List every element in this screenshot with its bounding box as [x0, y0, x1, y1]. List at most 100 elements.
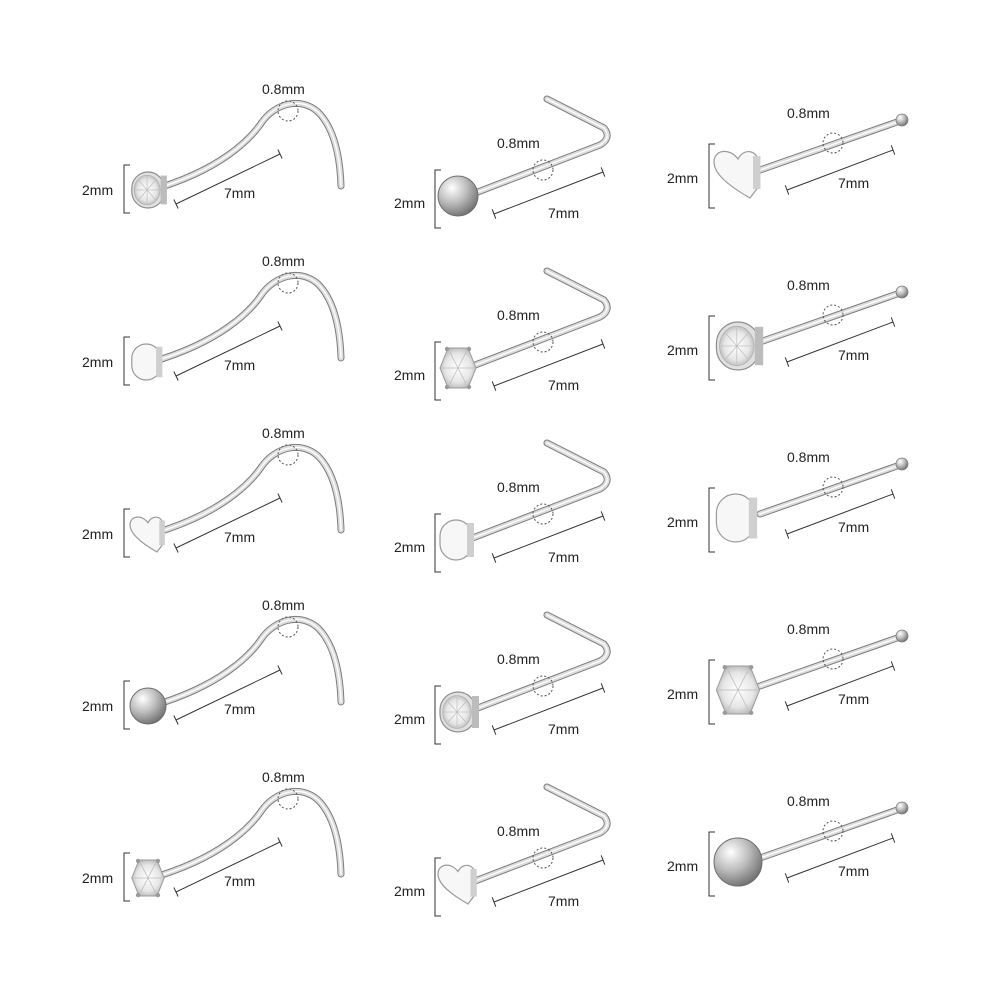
straight-nose-bone: 2mm 7mm 0.8mm	[667, 277, 909, 381]
gauge-label: 0.8mm	[497, 135, 540, 151]
screw-nose-stud: 2mm 7mm 0.8mm	[82, 425, 345, 558]
gauge-marker: 0.8mm	[262, 597, 305, 638]
head-size-bracket: 2mm	[82, 508, 130, 558]
l-bend-nose-stud: 2mm 7mm 0.8mm	[394, 439, 611, 573]
gauge-marker: 0.8mm	[497, 479, 554, 525]
head-size-label: 2mm	[667, 514, 698, 530]
screw-nose-stud: 2mm 7mm 0.8mm	[82, 253, 345, 386]
gem-prong-head	[131, 858, 165, 898]
head-size-bracket: 2mm	[667, 143, 715, 209]
head-size-label: 2mm	[82, 182, 113, 198]
gem-prong-head	[439, 346, 477, 390]
gauge-label: 0.8mm	[787, 277, 830, 293]
head-size-label: 2mm	[394, 367, 425, 383]
gauge-marker: 0.8mm	[262, 253, 305, 294]
flat-disc-head	[715, 493, 758, 543]
gauge-marker: 0.8mm	[787, 277, 844, 326]
gauge-label: 0.8mm	[787, 621, 830, 637]
head-size-label: 2mm	[667, 170, 698, 186]
length-dimension: 7mm	[491, 683, 606, 737]
heart-head	[437, 864, 477, 905]
gauge-label: 0.8mm	[787, 105, 830, 121]
screw-nose-stud: 2mm 7mm 0.8mm	[82, 597, 345, 730]
flat-disc-head	[439, 519, 474, 561]
head-size-bracket: 2mm	[82, 680, 130, 730]
head-size-label: 2mm	[394, 883, 425, 899]
head-size-label: 2mm	[82, 354, 113, 370]
length-dimension: 7mm	[491, 855, 606, 909]
head-size-label: 2mm	[394, 539, 425, 555]
gauge-label: 0.8mm	[262, 597, 305, 613]
gauge-label: 0.8mm	[497, 651, 540, 667]
gauge-label: 0.8mm	[787, 793, 830, 809]
straight-nose-bone: 2mm 7mm 0.8mm	[667, 105, 909, 209]
l-bend-nose-stud: 2mm 7mm 0.8mm	[394, 267, 611, 401]
ball-head	[713, 837, 763, 887]
l-bend-nose-stud: 2mm 7mm 0.8mm	[394, 783, 611, 917]
gem-bezel-pave-head	[439, 691, 479, 733]
length-label: 7mm	[224, 873, 255, 889]
length-dimension: 7mm	[491, 339, 606, 393]
gauge-marker: 0.8mm	[497, 307, 554, 353]
head-size-bracket: 2mm	[394, 513, 441, 573]
length-label: 7mm	[224, 701, 255, 717]
length-label: 7mm	[548, 377, 579, 393]
heart-head	[129, 516, 165, 553]
gauge-label: 0.8mm	[262, 81, 305, 97]
head-size-label: 2mm	[82, 698, 113, 714]
head-size-bracket: 2mm	[82, 164, 130, 214]
length-dimension: 7mm	[784, 145, 896, 195]
head-size-bracket: 2mm	[667, 659, 715, 725]
length-dimension: 7mm	[173, 149, 283, 209]
gauge-marker: 0.8mm	[497, 135, 554, 181]
length-dimension: 7mm	[784, 489, 896, 539]
gauge-label: 0.8mm	[497, 307, 540, 323]
length-dimension: 7mm	[173, 321, 283, 381]
gauge-marker: 0.8mm	[787, 105, 844, 154]
gauge-label: 0.8mm	[262, 769, 305, 785]
head-size-label: 2mm	[82, 526, 113, 542]
length-dimension: 7mm	[784, 833, 896, 883]
gauge-label: 0.8mm	[497, 479, 540, 495]
head-size-bracket: 2mm	[394, 685, 441, 745]
length-label: 7mm	[838, 347, 869, 363]
head-size-label: 2mm	[667, 686, 698, 702]
gauge-label: 0.8mm	[497, 823, 540, 839]
gauge-marker: 0.8mm	[262, 425, 305, 466]
length-label: 7mm	[548, 549, 579, 565]
gauge-marker: 0.8mm	[787, 621, 844, 670]
length-label: 7mm	[224, 357, 255, 373]
gauge-marker: 0.8mm	[787, 793, 844, 842]
head-size-label: 2mm	[667, 342, 698, 358]
head-size-bracket: 2mm	[667, 831, 715, 897]
length-dimension: 7mm	[491, 511, 606, 565]
gem-bezel-pave-head	[715, 321, 764, 371]
length-dimension: 7mm	[491, 167, 606, 221]
straight-nose-bone: 2mm 7mm 0.8mm	[667, 793, 909, 897]
head-size-bracket: 2mm	[394, 169, 441, 229]
gauge-marker: 0.8mm	[262, 81, 305, 122]
length-label: 7mm	[224, 185, 255, 201]
l-bend-nose-stud: 2mm 7mm 0.8mm	[394, 95, 611, 229]
length-dimension: 7mm	[173, 493, 283, 553]
head-size-label: 2mm	[394, 711, 425, 727]
head-size-bracket: 2mm	[394, 857, 441, 917]
length-label: 7mm	[838, 175, 869, 191]
gem-bezel-head	[131, 171, 167, 209]
length-dimension: 7mm	[784, 661, 896, 711]
length-label: 7mm	[548, 205, 579, 221]
screw-nose-stud: 2mm 7mm 0.8mm	[82, 81, 345, 214]
gauge-marker: 0.8mm	[497, 823, 554, 869]
length-label: 7mm	[838, 691, 869, 707]
head-size-label: 2mm	[667, 858, 698, 874]
gauge-label: 0.8mm	[262, 253, 305, 269]
head-size-label: 2mm	[82, 870, 113, 886]
head-size-bracket: 2mm	[667, 487, 715, 553]
length-dimension: 7mm	[784, 317, 896, 367]
gauge-marker: 0.8mm	[262, 769, 305, 810]
gauge-label: 0.8mm	[262, 425, 305, 441]
l-bend-nose-stud: 2mm 7mm 0.8mm	[394, 611, 611, 745]
gauge-marker: 0.8mm	[497, 651, 554, 697]
length-dimension: 7mm	[173, 665, 283, 725]
